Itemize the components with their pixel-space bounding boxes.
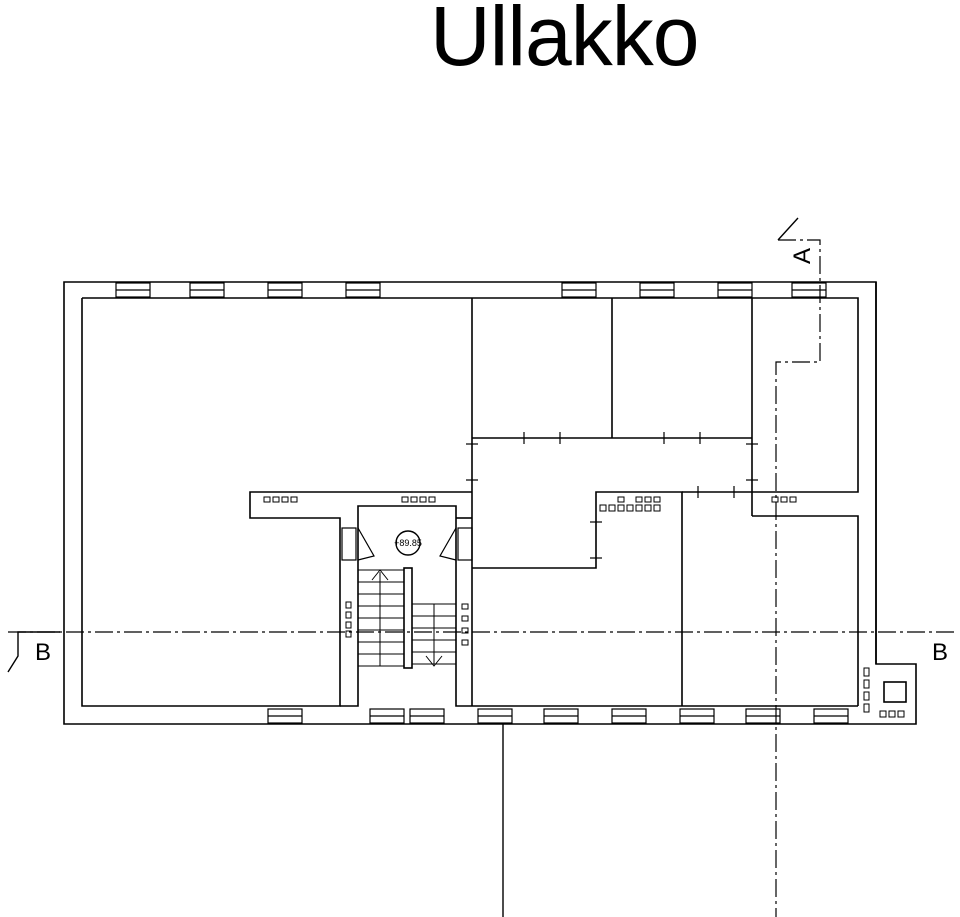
top-windows [115, 282, 827, 298]
interior-walls [340, 298, 859, 707]
section-b-left-label: B [35, 639, 51, 666]
bottom-windows [267, 708, 849, 724]
level-marker-text: +89.85 [394, 538, 422, 548]
vent-boxes [263, 496, 907, 718]
section-line-b [7, 631, 958, 673]
drawing-title: Ullakko [430, 0, 699, 83]
outer-walls [63, 281, 917, 725]
section-line-a [775, 217, 821, 917]
beam-ticks [466, 432, 758, 559]
section-a-label: A [789, 248, 816, 264]
section-b-right-label: B [932, 639, 948, 666]
staircase [358, 567, 456, 669]
doors [341, 527, 473, 561]
level-marker: +89.85 [394, 530, 422, 556]
